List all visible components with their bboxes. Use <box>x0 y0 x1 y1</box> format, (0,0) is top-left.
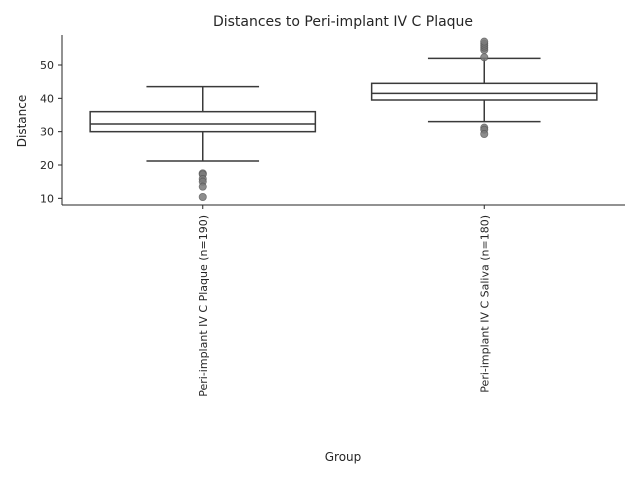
chart-title: Distances to Peri-implant IV C Plaque <box>213 14 473 30</box>
box-iqr <box>89 110 317 133</box>
y-tick-label: 30 <box>40 126 54 139</box>
x-tick-label: Peri-implant IV C Plaque (n=190) <box>197 215 210 397</box>
x-tick-label: Peri-implant IV C Saliva (n=180) <box>478 215 491 393</box>
y-tick-label: 40 <box>40 92 54 105</box>
x-axis-label: Group <box>325 450 362 464</box>
y-tick-label: 10 <box>40 192 54 205</box>
box-iqr <box>370 82 598 101</box>
outlier-point <box>480 37 489 46</box>
y-tick-label: 50 <box>40 59 54 72</box>
outlier-point <box>480 53 489 62</box>
y-axis-label: Distance <box>15 95 29 147</box>
y-tick-label: 20 <box>40 159 54 172</box>
outlier-point <box>198 182 207 191</box>
outlier-point <box>480 129 489 138</box>
outlier-point <box>198 192 207 201</box>
